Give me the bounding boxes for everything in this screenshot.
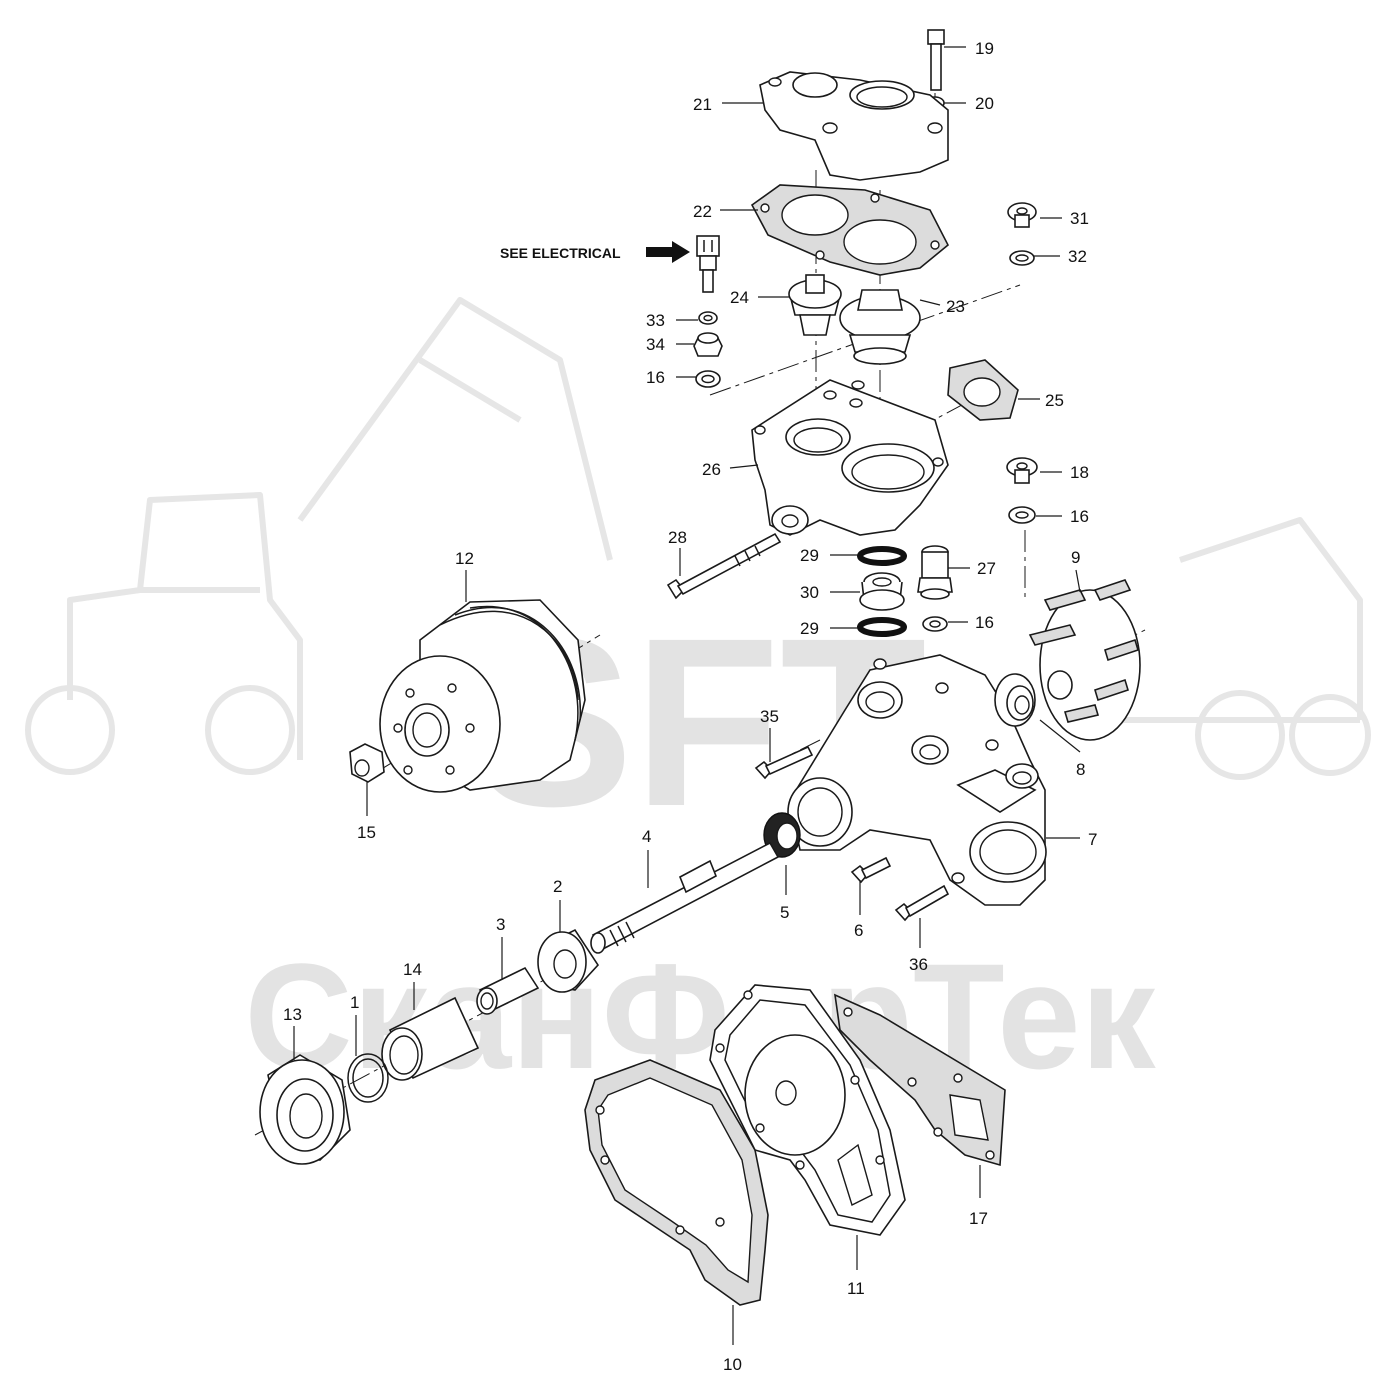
- callout-20: 28: [668, 528, 687, 547]
- callout-28: 26: [702, 460, 721, 479]
- part-14-sleeve: [381, 996, 480, 1081]
- part-36-bolt: [894, 884, 950, 922]
- part-12-pulley: [379, 599, 586, 793]
- callout-3: 3: [496, 915, 505, 934]
- part-26-thermostat-small: [788, 274, 842, 336]
- part-3-spacer: [476, 966, 540, 1015]
- part-28-thermostat-housing: [751, 379, 949, 536]
- callout-2: 2: [553, 877, 562, 896]
- part-24-gasket: [750, 184, 950, 276]
- callout-32: 32: [1068, 247, 1087, 266]
- callout-36: 36: [909, 955, 928, 974]
- callout-10: 10: [723, 1355, 742, 1374]
- part-20-long-bolt: [666, 532, 782, 600]
- callout-14: 14: [403, 960, 422, 979]
- part-7-pump-housing: [787, 654, 1047, 906]
- callout-numbers: 19 20 21 22 31 32 24 23 33 34 16 25 26 1…: [283, 39, 1097, 1374]
- callout-21: 19: [975, 39, 994, 58]
- callout-8: 8: [1076, 760, 1085, 779]
- part-21-bolt: [927, 29, 945, 91]
- part-8-seal: [994, 673, 1036, 727]
- part-16-washer-left: [695, 370, 721, 388]
- callout-31: 31: [1070, 209, 1089, 228]
- part-16-washer-right-upper: [1008, 506, 1036, 524]
- part-29-o-ring-lower: [857, 617, 907, 637]
- see-electrical-note: SEE ELECTRICAL: [500, 245, 621, 261]
- callout-15: 15: [357, 823, 376, 842]
- part-4-shaft: [590, 841, 780, 954]
- callout-23: 21: [693, 95, 712, 114]
- part-13-bearing: [259, 1054, 351, 1165]
- part-32-washer: [1009, 250, 1035, 266]
- callout-25: 23: [946, 297, 965, 316]
- callout-26: 24: [730, 288, 749, 307]
- leader-lines: [293, 46, 1081, 1345]
- callout-19: 27: [977, 559, 996, 578]
- callout-9: 9: [1071, 548, 1080, 567]
- part-34-adapter: [693, 332, 723, 357]
- callout-7: 7: [1088, 830, 1097, 849]
- callout-16-right-upper: 16: [1070, 507, 1089, 526]
- part-2-bearing: [537, 928, 600, 993]
- part-16-washer-right-lower: [922, 616, 948, 632]
- callout-35: 35: [760, 707, 779, 726]
- watermark-machines: [25, 297, 1371, 780]
- callout-16-left: 16: [646, 368, 665, 387]
- watermark-name: СканФорТек: [244, 932, 1156, 1100]
- part-23-thermostat-cover: [759, 71, 949, 181]
- temperature-sensor: [696, 235, 720, 293]
- callout-11: 11: [847, 1279, 865, 1298]
- part-29-o-ring-upper: [857, 546, 907, 566]
- callout-29-lower: 29: [800, 619, 819, 638]
- callout-1: 1: [350, 993, 359, 1012]
- callout-5: 5: [780, 903, 789, 922]
- callout-29-upper: 29: [800, 546, 819, 565]
- part-17-gasket: [834, 993, 1006, 1167]
- part-11-cover-plate: [709, 984, 906, 1236]
- part-6-bolt: [850, 856, 892, 884]
- callout-12: 12: [455, 549, 474, 568]
- callout-24: 22: [693, 202, 712, 221]
- part-27-gasket: [947, 359, 1019, 421]
- part-1-circlip: [347, 1053, 389, 1103]
- callout-30: 30: [800, 583, 819, 602]
- callout-22: 20: [975, 94, 994, 113]
- part-33-washer: [698, 311, 718, 325]
- callout-18: 18: [1070, 463, 1089, 482]
- callout-6: 6: [854, 921, 863, 940]
- part-31-plug: [1007, 202, 1037, 228]
- callout-16-right-lower: 16: [975, 613, 994, 632]
- part-19-fitting: [917, 545, 953, 600]
- part-10-gasket: [584, 1059, 769, 1306]
- callout-4: 4: [642, 827, 651, 846]
- callout-27: 25: [1045, 391, 1064, 410]
- callout-13: 13: [283, 1005, 302, 1024]
- part-15-nut: [349, 743, 385, 783]
- part-25-thermostat-large: [839, 289, 921, 365]
- part-30-bushing: [859, 572, 905, 611]
- callout-34: 34: [646, 335, 665, 354]
- callout-17: 17: [969, 1209, 988, 1228]
- see-electrical-arrow-icon: [646, 241, 690, 263]
- part-18-plug: [1006, 457, 1038, 484]
- part-5-seal-ring: [763, 812, 801, 858]
- part-9-impeller: [1028, 579, 1141, 741]
- part-35-bolt: [754, 745, 814, 780]
- callout-33: 33: [646, 311, 665, 330]
